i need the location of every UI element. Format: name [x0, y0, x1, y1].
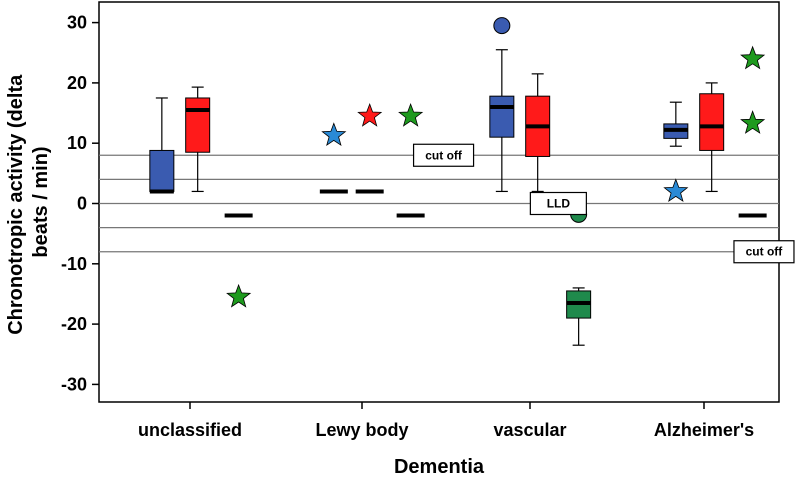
box-plot: [185, 86, 211, 193]
y-tick-label: 30: [67, 13, 87, 33]
box-plot: [663, 101, 689, 147]
y-tick-label: -10: [61, 254, 87, 274]
box-body: [149, 149, 175, 192]
extreme-star: [226, 283, 252, 308]
box-body: [489, 95, 515, 138]
y-axis-title-line-2: beats / min): [30, 146, 52, 257]
box-plot: [566, 287, 592, 346]
x-axis: unclassified Lewy body vascular Alzheimer's: [138, 402, 754, 440]
plot-frame: [98, 1, 780, 403]
x-tick-label: Lewy body: [315, 420, 408, 440]
chart-marks: [149, 17, 767, 346]
box-plot: [699, 82, 725, 193]
extreme-star: [357, 102, 383, 127]
x-tick-label: unclassified: [138, 420, 242, 440]
y-axis-title: Chronotropic activity (delta beats / min…: [5, 69, 52, 335]
x-axis-title: Dementia: [394, 456, 485, 478]
x-tick-label: vascular: [493, 420, 566, 440]
box-body: [185, 97, 211, 153]
box-body: [699, 93, 725, 151]
y-axis-title-line-1: Chronotropic activity (delta: [5, 74, 27, 335]
reference-label: cut off: [412, 143, 475, 167]
y-tick-label: 20: [67, 73, 87, 93]
reference-label: LLD: [529, 191, 587, 216]
outlier-circle: [493, 17, 511, 35]
extreme-star: [398, 102, 424, 127]
y-tick-label: 10: [67, 133, 87, 153]
extreme-star: [663, 178, 689, 203]
box-plot: [489, 49, 515, 193]
extreme-star: [740, 110, 766, 134]
y-tick-label: 0: [77, 194, 87, 214]
extreme-star: [740, 45, 766, 70]
box-plot: [525, 73, 551, 193]
reference-label-box: [529, 191, 587, 216]
y-axis: 30 20 10 0 -10 -20 -30: [61, 13, 99, 394]
reference-label-text: cut off: [425, 148, 463, 162]
reference-lines: [99, 154, 779, 253]
box-plot: [149, 97, 175, 194]
y-tick-label: -20: [61, 314, 87, 334]
extreme-star: [321, 122, 347, 147]
reference-label-text: cut off: [746, 245, 784, 259]
x-tick-label: Alzheimer's: [654, 420, 754, 440]
reference-label-box: [412, 143, 475, 167]
reference-label: cut off: [733, 240, 795, 264]
y-tick-label: -30: [61, 374, 87, 394]
reference-label-box: [733, 240, 795, 264]
reference-label-text: LLD: [547, 197, 571, 211]
